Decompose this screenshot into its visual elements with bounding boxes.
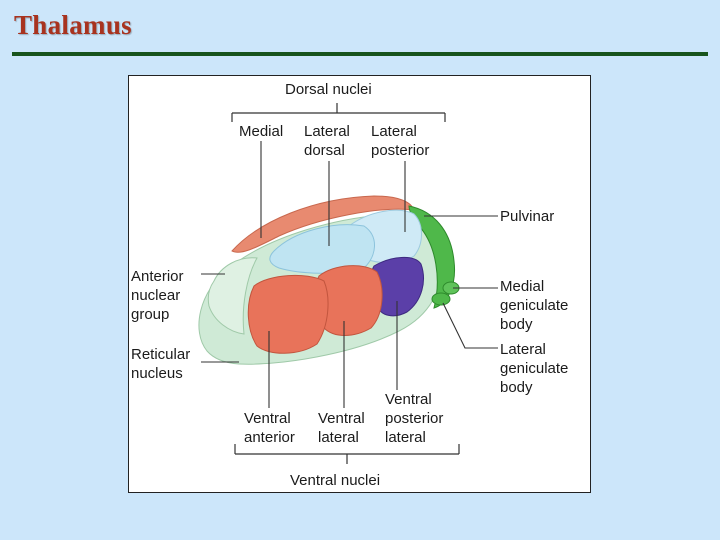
anterior-nuclear-group (207, 257, 258, 335)
label-medial: Medial (239, 123, 284, 140)
lateral-geniculate-body (431, 292, 451, 306)
label-ventral-anterior: Ventral anterior (244, 410, 295, 446)
slide-title: Thalamus (14, 10, 132, 40)
label-reticular-nucleus: Reticular nucleus (131, 346, 191, 382)
label-medial-geniculate-body: Medial geniculate body (500, 278, 569, 333)
label-lateral-dorsal: Lateral dorsal (304, 123, 350, 159)
title-divider (12, 52, 708, 56)
dorsal-nuclei-bracket (231, 103, 446, 122)
ventral-anterior-nucleus (247, 274, 329, 354)
label-anterior-nuclear-group: Anterior nuclear group (131, 268, 184, 323)
label-ventral-lateral: Ventral lateral (318, 410, 365, 446)
label-dorsal-nuclei: Dorsal nuclei (285, 81, 372, 98)
thalamus-diagram: Dorsal nuclei Medial Lateral dorsal Late… (128, 75, 591, 493)
label-ventral-nuclei: Ventral nuclei (290, 472, 381, 489)
label-lateral-posterior: Lateral posterior (371, 123, 430, 159)
leader-lines (201, 141, 498, 408)
label-pulvinar: Pulvinar (500, 208, 555, 225)
ventral-nuclei-bracket (234, 444, 460, 464)
label-ventral-posterior-lateral: Ventral posterior lateral (385, 391, 444, 446)
label-lateral-geniculate-body: Lateral geniculate body (500, 341, 569, 396)
thalamus-illustration (198, 103, 498, 464)
